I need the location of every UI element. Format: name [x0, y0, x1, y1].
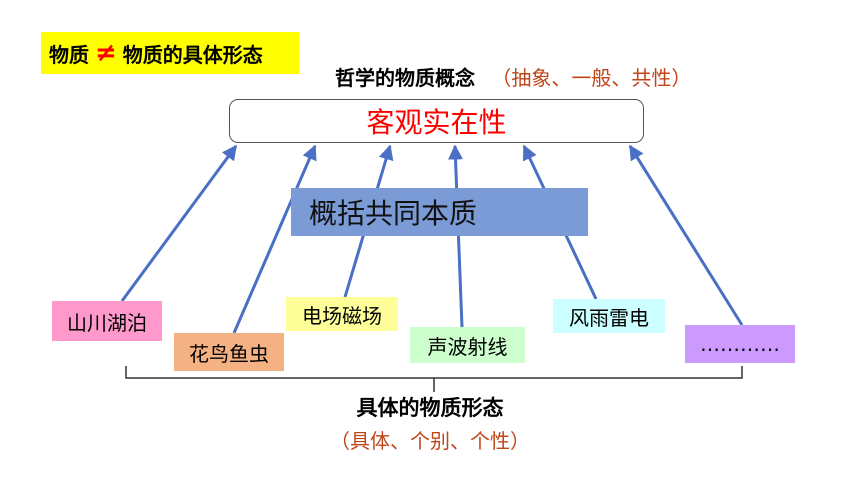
arrow-form-4: [448, 144, 464, 328]
concrete-forms-paren: （具体、个别、个性）: [330, 429, 530, 453]
title-box: 物质 ≠ 物质的具体形态: [41, 32, 299, 74]
title-left: 物质: [49, 42, 89, 67]
grouping-bracket: [125, 366, 743, 392]
concept-paren: （抽象、一般、共性）: [491, 66, 692, 90]
form-box-waves: 声波射线: [410, 327, 525, 363]
arrow-form-1: [120, 144, 238, 302]
concrete-forms-label: 具体的物质形态: [356, 396, 504, 420]
arrow-form-6: [628, 144, 744, 326]
form-box-fields: 电场磁场: [286, 297, 398, 331]
not-equal-symbol: ≠: [95, 38, 117, 68]
concept-main: 哲学的物质概念: [335, 66, 475, 90]
concept-heading: 哲学的物质概念 （抽象、一般、共性）: [335, 62, 691, 91]
common-essence-box: 概括共同本质: [291, 188, 588, 236]
form-box-ellipsis: …………: [685, 325, 795, 363]
title-right: 物质的具体形态: [122, 42, 263, 67]
form-box-mountains: 山川湖泊: [52, 301, 162, 341]
form-box-weather: 风雨雷电: [553, 299, 665, 333]
form-box-flora-fauna: 花鸟鱼虫: [174, 333, 284, 371]
arrow-form-2: [232, 144, 317, 334]
objective-reality-box: 客观实在性: [229, 99, 644, 143]
